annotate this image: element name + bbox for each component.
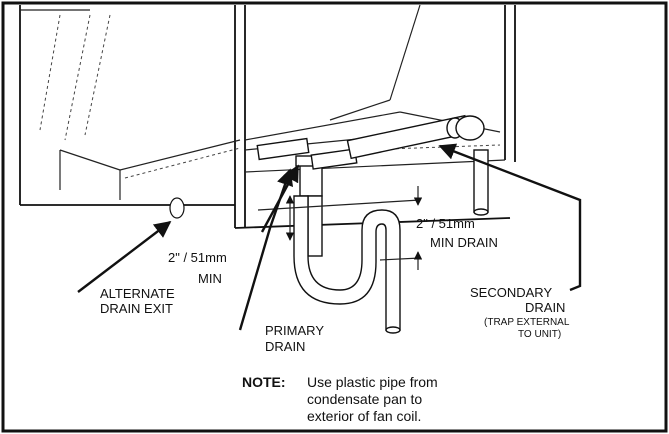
note-heading: NOTE: — [242, 374, 286, 390]
min-drain-label: 2" / 51mm — [416, 216, 475, 231]
alternate-drain-exit-label-line2: DRAIN EXIT — [100, 301, 173, 316]
secondary-drain-pipe — [455, 115, 489, 216]
note-line2: condensate pan to — [307, 391, 422, 407]
fan-coil-cabinet — [19, 4, 516, 229]
dimension-marks — [257, 186, 423, 270]
leader-lines — [77, 143, 582, 331]
note-line3: exterior of fan coil. — [307, 408, 421, 424]
primary-drain-label-line1: PRIMARY — [265, 323, 324, 338]
drain-trap — [293, 195, 401, 334]
secondary-drain-note-line1: (TRAP EXTERNAL — [484, 317, 570, 328]
secondary-drain-label-line2: DRAIN — [525, 300, 565, 315]
min-height-label: 2" / 51mm — [168, 250, 227, 265]
note-line1: Use plastic pipe from — [307, 374, 438, 390]
min-height-suffix: MIN — [198, 271, 222, 286]
alternate-drain-exit-label-line1: ALTERNATE — [100, 286, 175, 301]
min-drain-suffix: MIN DRAIN — [430, 235, 498, 250]
primary-drain-label-line2: DRAIN — [265, 339, 305, 354]
alternate-drain-exit-hole — [169, 197, 185, 219]
secondary-drain-note-line2: TO UNIT) — [518, 329, 561, 340]
secondary-drain-label-line1: SECONDARY — [470, 285, 552, 300]
